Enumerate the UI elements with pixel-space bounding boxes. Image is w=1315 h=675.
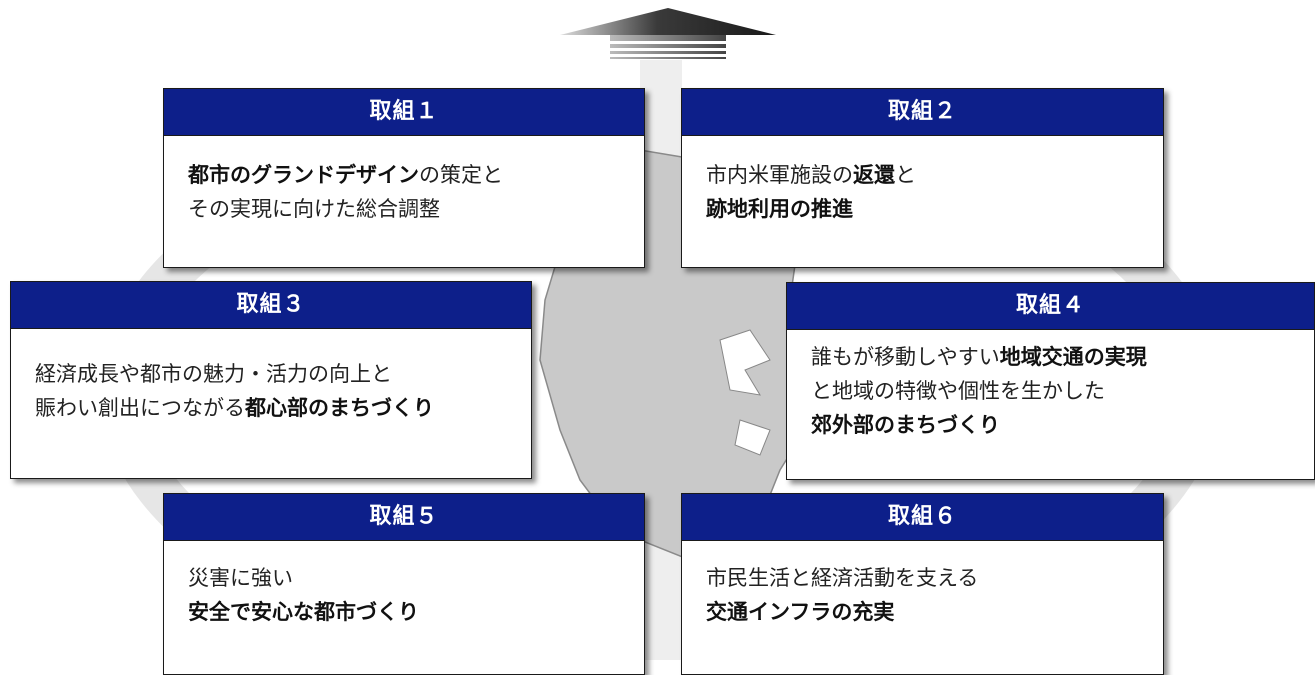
card-line: 跡地利用の推進 [706, 192, 1139, 226]
card-line: 賑わい創出につながる都心部のまちづくり [35, 391, 507, 425]
body-text: 経済成長や都市の魅力・活力の向上と [35, 362, 392, 386]
coastline-detail [719, 329, 771, 456]
card-title: 取組４ [787, 283, 1314, 330]
initiative-card-4: 取組４ 誰もが移動しやすい地域交通の実現と地域の特徴や個性を生かした郊外部のまち… [786, 282, 1315, 480]
body-text: と [895, 163, 916, 187]
body-text: の策定と [419, 163, 503, 187]
emphasis-text: 都心部のまちづくり [245, 396, 434, 420]
card-line: と地域の特徴や個性を生かした [811, 374, 1290, 408]
card-line: 市民生活と経済活動を支える [706, 561, 1139, 595]
initiative-card-6: 取組６ 市民生活と経済活動を支える交通インフラの充実 [681, 493, 1164, 675]
card-title: 取組５ [164, 494, 644, 541]
card-line: 誰もが移動しやすい地域交通の実現 [811, 340, 1290, 374]
body-text: 災害に強い [188, 566, 293, 590]
initiative-card-3: 取組３ 経済成長や都市の魅力・活力の向上と賑わい創出につながる都心部のまちづくり [10, 281, 532, 479]
card-line: その実現に向けた総合調整 [188, 192, 620, 226]
card-body: 災害に強い安全で安心な都市づくり [164, 541, 644, 629]
body-text: 市民生活と経済活動を支える [706, 566, 979, 590]
emphasis-text: 都市のグランドデザイン [188, 163, 419, 187]
body-text: その実現に向けた総合調整 [188, 197, 440, 221]
card-title: 取組６ [682, 494, 1163, 541]
emphasis-text: 返還 [853, 163, 895, 187]
body-text: と地域の特徴や個性を生かした [811, 379, 1105, 403]
card-body: 市民生活と経済活動を支える交通インフラの充実 [682, 541, 1163, 629]
card-title: 取組２ [682, 89, 1163, 136]
body-text: 誰もが移動しやすい [811, 345, 1000, 369]
card-line: 郊外部のまちづくり [811, 408, 1290, 442]
initiative-card-1: 取組１ 都市のグランドデザインの策定とその実現に向けた総合調整 [163, 88, 645, 268]
initiative-card-2: 取組２ 市内米軍施設の返還と跡地利用の推進 [681, 88, 1164, 268]
card-line: 災害に強い [188, 561, 620, 595]
card-body: 都市のグランドデザインの策定とその実現に向けた総合調整 [164, 136, 644, 226]
emphasis-text: 安全で安心な都市づくり [188, 600, 419, 624]
emphasis-text: 郊外部のまちづくり [811, 413, 1000, 437]
card-body: 市内米軍施設の返還と跡地利用の推進 [682, 136, 1163, 226]
card-line: 経済成長や都市の魅力・活力の向上と [35, 357, 507, 391]
body-text: 賑わい創出につながる [35, 396, 245, 420]
emphasis-text: 地域交通の実現 [999, 345, 1147, 369]
card-title: 取組１ [164, 89, 644, 136]
card-line: 安全で安心な都市づくり [188, 595, 620, 629]
emphasis-text: 交通インフラの充実 [706, 600, 895, 624]
up-arrow-icon [560, 8, 776, 59]
emphasis-text: 跡地利用の推進 [706, 197, 853, 221]
card-title: 取組３ [11, 282, 531, 329]
card-line: 市内米軍施設の返還と [706, 158, 1139, 192]
card-body: 誰もが移動しやすい地域交通の実現と地域の特徴や個性を生かした郊外部のまちづくり [787, 330, 1314, 442]
card-line: 交通インフラの充実 [706, 595, 1139, 629]
initiative-card-5: 取組５ 災害に強い安全で安心な都市づくり [163, 493, 645, 675]
card-body: 経済成長や都市の魅力・活力の向上と賑わい創出につながる都心部のまちづくり [11, 329, 531, 425]
card-line: 都市のグランドデザインの策定と [188, 158, 620, 192]
body-text: 市内米軍施設の [706, 163, 853, 187]
